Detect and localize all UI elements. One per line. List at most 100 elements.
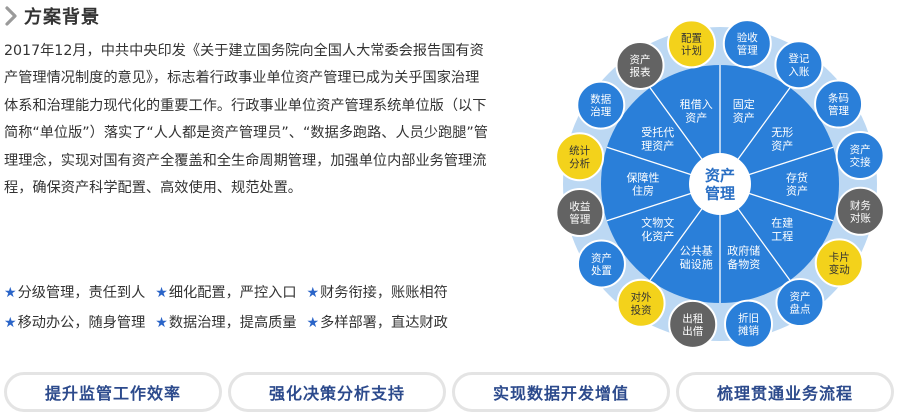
asset-type-label: 固定 xyxy=(733,97,755,111)
feature-item: ★财务衔接，账账相符 xyxy=(307,278,448,308)
asset-type-label: 政府储 xyxy=(727,244,760,258)
section-title: 方案背景 xyxy=(24,7,100,28)
process-node xyxy=(616,278,666,328)
process-node-label: 数据 xyxy=(590,93,611,106)
asset-type-label: 无形 xyxy=(771,126,793,139)
section-header: 方案背景 xyxy=(2,2,100,30)
goal-pill: 实现数据开发增值 xyxy=(452,372,670,412)
feature-item: ★数据治理，提高质量 xyxy=(155,308,296,338)
process-node xyxy=(555,188,605,238)
segment-divider xyxy=(737,87,791,161)
feature-label: 财务衔接，账账相符 xyxy=(320,285,448,301)
segment-divider xyxy=(649,87,703,161)
segment-divider xyxy=(737,207,791,281)
process-node-label: 计划 xyxy=(681,44,702,57)
asset-type-label: 资产 xyxy=(771,138,793,152)
segment-divider xyxy=(606,146,692,176)
segment-divider xyxy=(748,146,834,176)
process-node xyxy=(724,299,774,349)
process-node-label: 资产 xyxy=(630,53,651,66)
process-node-label: 登记 xyxy=(788,52,809,65)
process-node-label: 处置 xyxy=(591,265,612,277)
process-node xyxy=(835,186,885,236)
asset-type-label: 存货 xyxy=(786,170,808,184)
process-node xyxy=(774,40,824,90)
process-node-label: 盘点 xyxy=(789,303,810,316)
feature-label: 移动办公，随身管理 xyxy=(17,315,146,331)
feature-row: ★分级管理，责任到人★细化配置，严控入口★财务衔接，账账相符 xyxy=(4,278,504,308)
process-node-label: 对外 xyxy=(631,291,653,304)
feature-label: 数据治理，提高质量 xyxy=(168,315,297,331)
goal-pill-bar: 提升监管工作效率强化决策分析支持实现数据开发增值梳理贯通业务流程 xyxy=(0,370,900,414)
star-icon: ★ xyxy=(306,315,320,331)
process-node xyxy=(814,79,864,129)
process-node-label: 交接 xyxy=(850,156,871,169)
process-node xyxy=(835,130,885,180)
star-icon: ★ xyxy=(155,315,168,331)
process-node-label: 验收 xyxy=(737,31,758,44)
process-node xyxy=(576,80,626,130)
asset-type-label: 在建 xyxy=(771,216,793,230)
asset-type-label: 工程 xyxy=(771,230,793,243)
asset-type-label: 受托代 xyxy=(641,125,674,139)
asset-type-label: 文物文 xyxy=(641,216,674,230)
process-node-label: 摊销 xyxy=(738,324,759,337)
star-icon: ★ xyxy=(4,315,17,331)
process-node-label: 入账 xyxy=(788,66,809,78)
process-node-label: 财务 xyxy=(850,199,871,212)
asset-type-label: 住房 xyxy=(632,184,654,198)
asset-management-wheel: 固定资产无形资产存货资产在建工程政府储备物资公共基础设施文物文化资产保障性住房受… xyxy=(538,0,900,372)
asset-type-label: 保障性 xyxy=(627,170,660,184)
process-node-label: 变动 xyxy=(829,263,850,276)
process-node xyxy=(668,299,718,349)
process-node xyxy=(814,238,864,288)
goal-pill: 梳理贯通业务流程 xyxy=(676,372,894,412)
process-node-label: 折旧 xyxy=(738,312,759,325)
asset-type-label: 租借入 xyxy=(680,98,713,111)
process-node-label: 资产 xyxy=(789,290,810,303)
process-node-label: 收益 xyxy=(569,200,590,213)
process-node xyxy=(722,19,772,69)
process-node xyxy=(666,19,716,69)
feature-list: ★分级管理，责任到人★细化配置，严控入口★财务衔接，账账相符★移动办公，随身管理… xyxy=(4,278,504,338)
segment-divider xyxy=(649,207,703,281)
asset-type-label: 理资产 xyxy=(641,138,674,152)
goal-pill: 提升监管工作效率 xyxy=(4,372,222,412)
asset-type-label: 化资产 xyxy=(641,229,674,243)
intro-paragraph: 2017年12月，中共中央印发《关于建立国务院向全国人大常委会报告国有资产管理情… xyxy=(4,43,488,197)
process-node-label: 资产 xyxy=(591,251,612,264)
feature-label: 多样部署，直达财政 xyxy=(320,315,448,331)
wheel-svg: 固定资产无形资产存货资产在建工程政府储备物资公共基础设施文物文化资产保障性住房受… xyxy=(555,19,885,349)
segment-divider xyxy=(606,192,692,222)
feature-item: ★分级管理，责任到人 xyxy=(4,278,145,308)
process-node xyxy=(615,40,665,90)
asset-type-label: 备物资 xyxy=(727,257,760,271)
star-icon: ★ xyxy=(306,285,320,301)
feature-label: 分级管理，责任到人 xyxy=(17,285,146,301)
asset-type-label: 资产 xyxy=(733,110,755,124)
process-node-label: 管理 xyxy=(737,44,758,57)
feature-label: 细化配置，严控入口 xyxy=(168,285,297,301)
feature-item: ★多样部署，直达财政 xyxy=(307,308,448,338)
feature-item: ★细化配置，严控入口 xyxy=(155,278,296,308)
segment-divider xyxy=(748,192,834,222)
process-node-label: 统计 xyxy=(569,144,590,157)
asset-type-label: 资产 xyxy=(786,184,808,198)
process-node-label: 卡片 xyxy=(829,250,850,263)
feature-item: ★移动办公，随身管理 xyxy=(4,308,145,338)
process-node-label: 治理 xyxy=(590,105,611,118)
process-node-label: 管理 xyxy=(569,213,590,226)
star-icon: ★ xyxy=(4,285,17,301)
process-node-label: 配置 xyxy=(681,32,702,44)
process-node xyxy=(775,278,825,328)
process-node-label: 管理 xyxy=(828,104,849,117)
center-label: 管理 xyxy=(705,184,735,202)
center-circle xyxy=(689,153,751,215)
asset-type-label: 公共基 xyxy=(680,245,713,258)
process-node-label: 对账 xyxy=(850,211,871,224)
asset-type-label: 资产 xyxy=(685,110,707,124)
process-node-label: 报表 xyxy=(630,66,652,79)
process-node-label: 条码 xyxy=(828,92,849,105)
center-label: 资产 xyxy=(705,166,735,184)
process-node-label: 投资 xyxy=(631,303,652,316)
